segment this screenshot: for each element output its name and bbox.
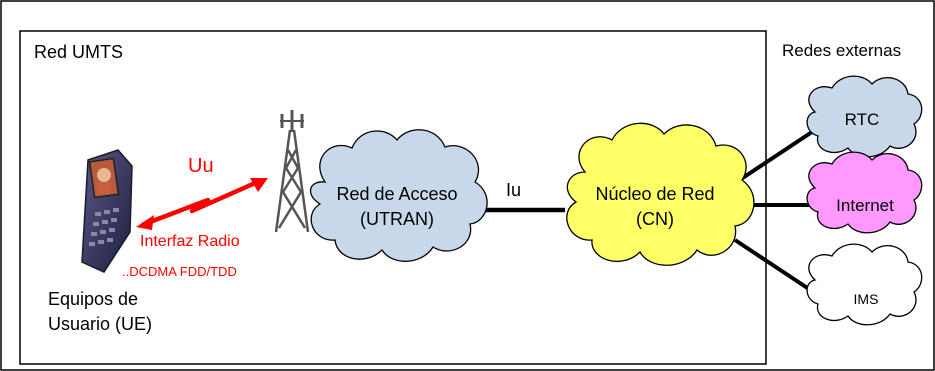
- rtc-cloud-label: RTC: [845, 110, 880, 129]
- rtc-cloud-shape: [806, 75, 923, 158]
- external-cloud-ims: IMS: [806, 243, 923, 326]
- access-network-label-line1: Red de Acceso: [336, 184, 457, 204]
- core-network-label-line2: (CN): [636, 209, 674, 229]
- mobile-phone-icon: [81, 149, 133, 273]
- external-networks-label: Redes externas: [782, 41, 901, 60]
- external-cloud-internet: Internet: [806, 151, 923, 234]
- ue-label-line2: Usuario (UE): [48, 314, 152, 334]
- radio-link-arrow: [136, 177, 268, 230]
- internet-cloud-label: Internet: [836, 196, 894, 215]
- umts-network-label: Red UMTS: [34, 42, 123, 62]
- ims-cloud-shape: [806, 243, 923, 326]
- iu-link-label: Iu: [506, 180, 521, 200]
- core-network-cloud: Núcleo de Red (CN): [566, 122, 755, 266]
- internet-cloud-shape: [806, 151, 923, 234]
- external-cloud-rtc: RTC: [806, 75, 923, 158]
- ue-label-line1: Equipos de: [48, 289, 138, 309]
- link-to-rtc: [733, 126, 820, 185]
- link-to-ims: [733, 238, 820, 297]
- core-network-cloud-shape: [566, 122, 755, 266]
- antenna-tower-icon: [274, 110, 310, 233]
- access-network-cloud-shape: [309, 129, 488, 262]
- radio-technology-label: ..DCDMA FDD/TDD: [122, 264, 237, 279]
- ims-cloud-label: IMS: [854, 291, 879, 307]
- radio-link-name: Uu: [188, 155, 214, 177]
- core-network-label-line1: Núcleo de Red: [595, 184, 714, 204]
- radio-interface-label: Interfaz Radio: [140, 233, 240, 250]
- access-network-label-line2: (UTRAN): [360, 209, 434, 229]
- access-network-cloud: Red de Acceso (UTRAN): [309, 129, 488, 262]
